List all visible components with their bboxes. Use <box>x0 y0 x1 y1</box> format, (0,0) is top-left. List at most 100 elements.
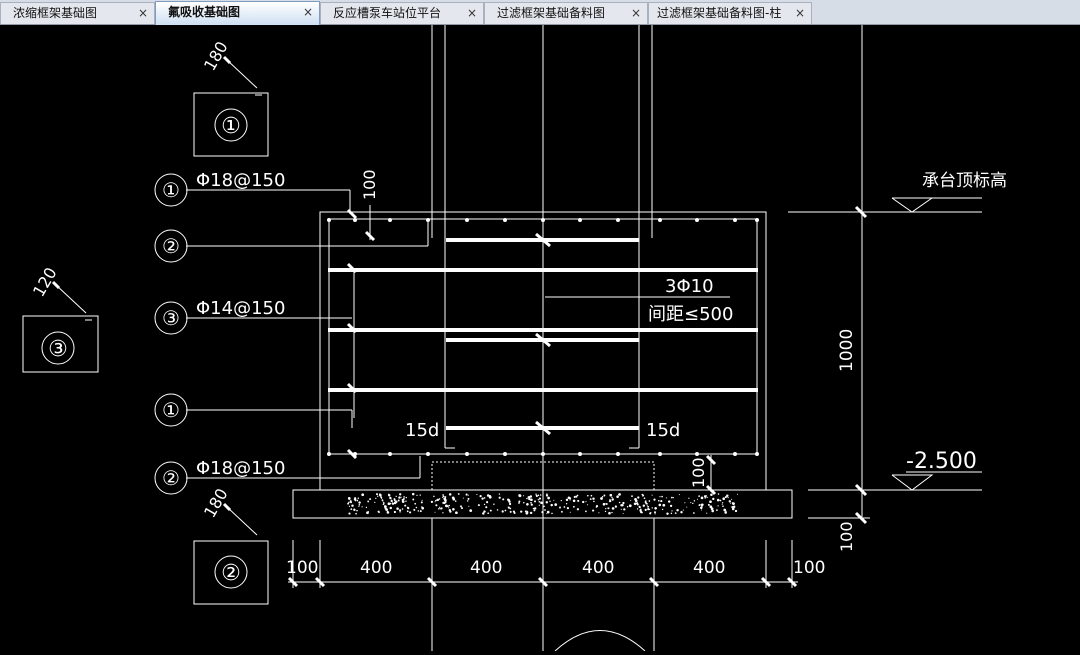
concrete-speckle <box>358 505 360 507</box>
concrete-speckle <box>609 498 611 501</box>
bottom-elevation: -2.500 <box>906 449 977 474</box>
close-icon[interactable]: × <box>137 6 148 20</box>
concrete-speckle <box>645 502 648 505</box>
tab-label: 反应槽泵车站位平台 <box>333 6 442 20</box>
concrete-speckle <box>573 496 576 498</box>
concrete-speckle <box>513 511 516 515</box>
concrete-speckle <box>660 500 663 503</box>
concrete-speckle <box>448 493 452 496</box>
concrete-speckle <box>398 496 401 499</box>
concrete-speckle <box>622 501 625 505</box>
concrete-speckle <box>598 512 600 514</box>
close-icon[interactable]: × <box>466 6 477 20</box>
concrete-speckle <box>736 493 738 495</box>
concrete-speckle <box>716 509 718 511</box>
concrete-speckle <box>544 509 546 511</box>
concrete-speckle <box>721 503 723 505</box>
concrete-speckle <box>730 502 732 504</box>
concrete-speckle <box>670 496 673 499</box>
concrete-speckle <box>390 499 393 503</box>
concrete-speckle <box>545 494 549 497</box>
concrete-speckle <box>543 505 545 508</box>
tab-filter-frame-material-column[interactable]: 过滤框架基础备料图-柱 × <box>648 2 812 24</box>
concrete-speckle <box>647 507 650 511</box>
concrete-speckle <box>382 502 385 504</box>
concrete-speckle <box>604 510 607 513</box>
bottom-cover-dim: 100 <box>689 457 708 488</box>
callout-1-bottom-marker: ① <box>162 398 180 422</box>
dim-5: 400 <box>693 558 725 578</box>
concrete-speckle <box>538 504 540 506</box>
concrete-speckle <box>605 508 607 510</box>
concrete-speckle <box>348 512 351 515</box>
concrete-speckle <box>365 506 368 509</box>
concrete-speckle <box>618 493 620 496</box>
concrete-speckle <box>353 508 356 512</box>
concrete-speckle <box>445 504 448 508</box>
concrete-speckle <box>620 508 622 510</box>
detail-3-dim: 120 <box>29 264 61 300</box>
concrete-speckle <box>569 499 571 501</box>
concrete-speckle <box>461 507 463 510</box>
concrete-speckle <box>609 493 613 497</box>
concrete-speckle <box>533 500 537 503</box>
concrete-speckle <box>535 495 538 498</box>
concrete-speckle <box>462 497 464 499</box>
concrete-speckle <box>443 501 445 504</box>
concrete-speckle <box>447 505 449 508</box>
tab-filter-frame-material[interactable]: 过滤框架基础备料图 × <box>484 2 648 24</box>
concrete-speckle <box>587 504 589 506</box>
concrete-speckle <box>719 499 722 502</box>
concrete-speckle <box>382 500 384 502</box>
concrete-speckle <box>623 508 626 511</box>
callout-1-top-marker: ① <box>162 178 180 202</box>
concrete-speckle <box>460 505 462 508</box>
concrete-speckle <box>498 496 501 499</box>
concrete-speckle <box>452 508 455 511</box>
concrete-speckle <box>712 497 715 501</box>
concrete-speckle <box>672 496 674 499</box>
concrete-speckle <box>434 511 436 513</box>
concrete-speckle <box>439 506 441 509</box>
concrete-speckle <box>502 498 505 501</box>
concrete-speckle <box>528 497 531 501</box>
tab-concentrate-frame-foundation[interactable]: 浓缩框架基础图 × <box>0 2 155 24</box>
close-icon[interactable]: × <box>302 5 313 19</box>
concrete-speckle <box>646 505 648 507</box>
concrete-speckle <box>496 509 499 511</box>
concrete-speckle <box>396 507 399 510</box>
tab-reaction-tank-pump-platform[interactable]: 反应槽泵车站位平台 × <box>320 2 484 24</box>
concrete-speckle <box>358 503 361 506</box>
concrete-speckle <box>420 501 423 504</box>
concrete-speckle <box>616 495 619 498</box>
callout-2-top-marker: ② <box>162 234 180 258</box>
concrete-speckle <box>706 496 708 499</box>
concrete-speckle <box>605 503 608 505</box>
dim-6: 100 <box>793 558 825 578</box>
concrete-speckle <box>377 495 379 497</box>
tab-fluorine-absorption-foundation[interactable]: 氟吸收基础图 × <box>155 1 320 25</box>
concrete-speckle <box>717 493 720 495</box>
concrete-speckle <box>642 495 644 497</box>
concrete-speckle <box>367 510 369 513</box>
concrete-speckle <box>354 500 357 502</box>
concrete-speckle <box>602 502 606 506</box>
close-icon[interactable]: × <box>630 6 641 20</box>
concrete-speckle <box>477 504 480 507</box>
concrete-speckle <box>397 499 400 502</box>
concrete-speckle <box>518 494 522 497</box>
concrete-speckle <box>523 502 525 504</box>
dim-3: 400 <box>470 558 502 578</box>
concrete-speckle <box>541 510 544 514</box>
concrete-speckle <box>603 494 606 497</box>
concrete-speckle <box>711 509 714 513</box>
drawing-tab-bar: 浓缩框架基础图 × 氟吸收基础图 × 反应槽泵车站位平台 × 过滤框架基础备料图… <box>0 0 1080 25</box>
close-icon[interactable]: × <box>794 6 805 20</box>
cad-drawing-canvas[interactable]: ① ② ③ 180 180 120 ① Φ18@150 ② ③ Φ14@150 … <box>0 25 1080 652</box>
concrete-speckle <box>665 497 667 499</box>
concrete-speckle <box>452 497 456 501</box>
concrete-speckle <box>731 505 734 509</box>
concrete-speckle <box>441 496 444 498</box>
concrete-speckle <box>661 508 664 511</box>
concrete-speckle <box>638 506 641 509</box>
